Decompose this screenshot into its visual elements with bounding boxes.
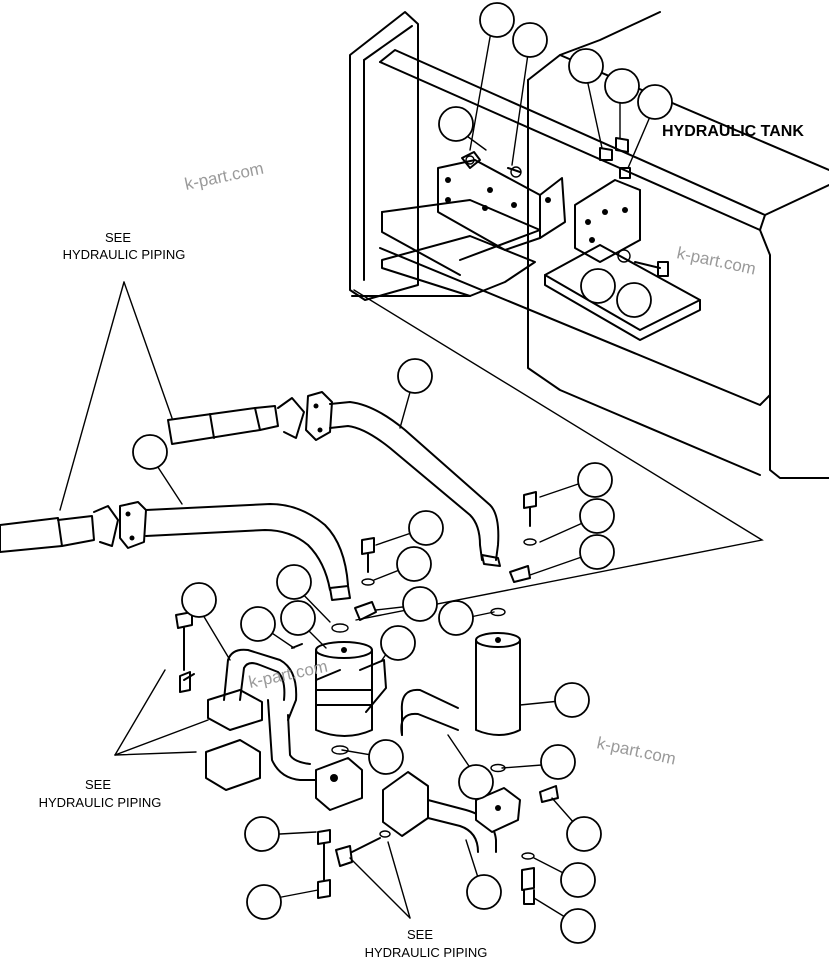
callout-circle [368, 739, 404, 775]
callout-circle [408, 510, 444, 546]
callout-circle [438, 600, 474, 636]
hydraulic-pipes [0, 391, 501, 601]
callout-circle [240, 606, 276, 642]
hydraulic-tank [349, 11, 829, 479]
hydraulic-piping-label-left: HYDRAULIC PIPING [39, 795, 162, 810]
callout-circle [244, 816, 280, 852]
callout-circle [380, 625, 416, 661]
watermark-4: k-part.com [595, 733, 677, 768]
callout-circle [560, 862, 596, 898]
hydraulic-piping-label-bottom: HYDRAULIC PIPING [365, 945, 488, 959]
watermark-1: k-part.com [183, 159, 265, 194]
callout-circle [604, 68, 640, 104]
callout-circle [512, 22, 548, 58]
callout-circle [438, 106, 474, 142]
watermark-2: k-part.com [675, 243, 757, 278]
callout-circle [466, 874, 502, 910]
callout-circle [246, 884, 282, 920]
hydraulic-piping-label-top: HYDRAULIC PIPING [63, 247, 186, 262]
callout-circle [579, 534, 615, 570]
callout-circle [554, 682, 590, 718]
callout-circle [181, 582, 217, 618]
see-label-top: SEE [105, 230, 131, 245]
callout-circle [566, 816, 602, 852]
see-label-left: SEE [85, 777, 111, 792]
callout-circle [577, 462, 613, 498]
callout-circle [396, 546, 432, 582]
see-label-bottom: SEE [407, 927, 433, 942]
callout-circle [479, 2, 515, 38]
callout-circle [579, 498, 615, 534]
callout-circle [132, 434, 168, 470]
callout-circle [280, 600, 316, 636]
callout-circle [276, 564, 312, 600]
callout-circle [402, 586, 438, 622]
callout-circles [132, 2, 673, 944]
callout-circle [637, 84, 673, 120]
callout-circle [616, 282, 652, 318]
valve-assembly [175, 491, 559, 905]
callout-circle [568, 48, 604, 84]
callout-circle [580, 268, 616, 304]
callout-circle [540, 744, 576, 780]
hydraulic-tank-label: HYDRAULIC TANK [662, 123, 804, 140]
callout-circle [560, 908, 596, 944]
callout-circle [458, 764, 494, 800]
callout-circle [397, 358, 433, 394]
